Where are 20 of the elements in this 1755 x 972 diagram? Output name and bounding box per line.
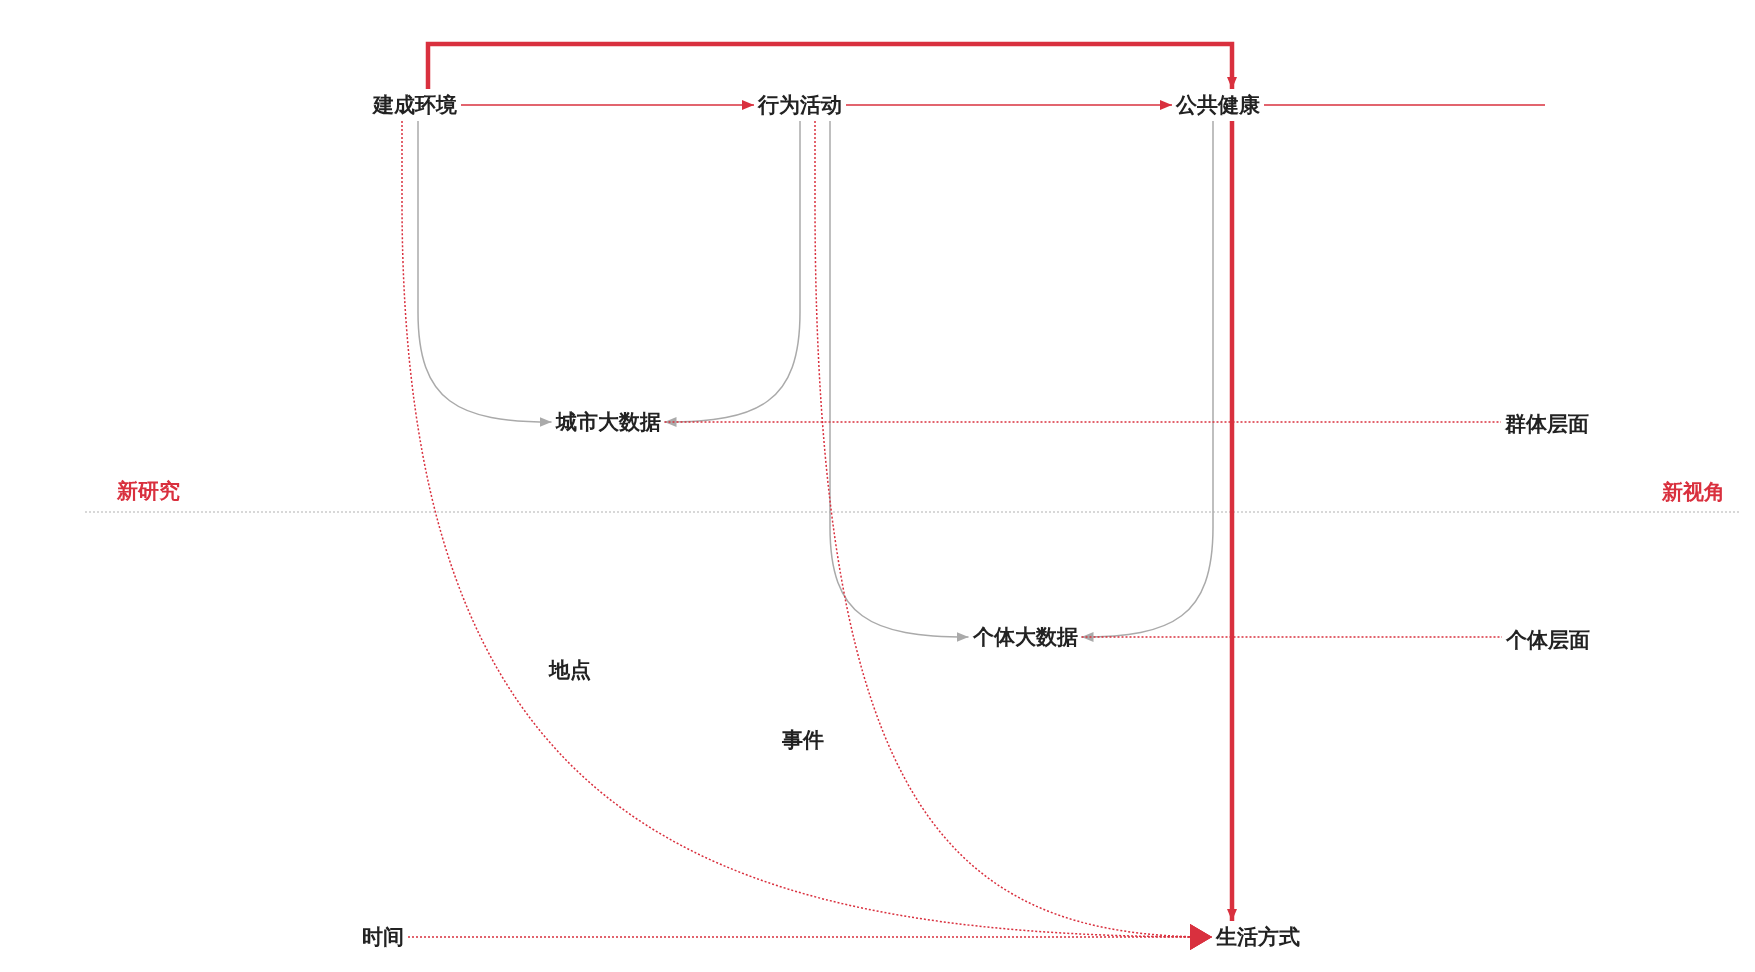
node-label: 生活方式 (1212, 921, 1304, 953)
side-label: 新研究 (116, 478, 180, 505)
node-label: 建成环境 (369, 89, 461, 121)
node-label: 时间 (358, 921, 408, 953)
node-label: 个体大数据 (968, 621, 1082, 653)
node-label: 个体层面 (1502, 624, 1594, 656)
arrow (1227, 121, 1237, 921)
arrow (425, 41, 1237, 89)
arrow (460, 100, 755, 110)
node-label: 公共健康 (1172, 89, 1264, 121)
edge-label: 事件 (782, 726, 824, 754)
arrow (407, 924, 1213, 950)
side-label: 新视角 (1661, 479, 1725, 506)
edge-label: 地点 (549, 656, 591, 684)
arrow (845, 100, 1173, 110)
node-label: 群体层面 (1501, 408, 1593, 440)
node-label: 城市大数据 (551, 406, 665, 438)
node-label: 行为活动 (754, 89, 846, 121)
arrow (417, 120, 553, 427)
arrow (829, 120, 970, 642)
